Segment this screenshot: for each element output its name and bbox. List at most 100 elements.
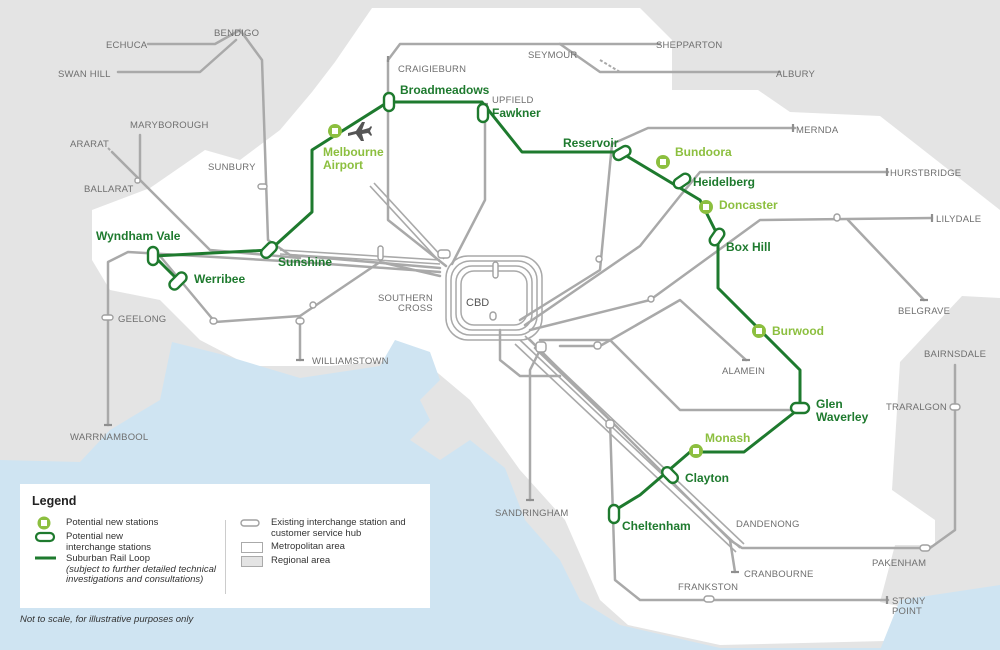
station-cheltenham[interactable] [607,503,621,525]
label-geelong: GEELONG [118,314,166,325]
label-waverley: Waverley [816,410,869,424]
label-craigieburn: CRAIGIEBURN [398,64,466,75]
station-monash[interactable] [689,444,703,458]
label-williamstown: WILLIAMSTOWN [312,356,389,367]
label-wyndham-vale: Wyndham Vale [96,229,181,243]
label-sandringham: SANDRINGHAM [495,508,568,519]
station-burwood[interactable] [752,324,766,338]
label-airport: Airport [323,158,363,172]
line-glen-waverley [538,338,792,412]
label-box-hill: Box Hill [726,240,771,254]
suburban-rail-loop [152,100,802,514]
label-doncaster: Doncaster [719,198,778,212]
label-bairnsdale: BAIRNSDALE [924,349,986,360]
metro-area-swatch [241,542,263,553]
station-werribee[interactable] [167,270,188,291]
label-ararat: ARARAT [70,139,109,150]
line-end-labels: SUNBURY CRAIGIEBURN UPFIELD MERNDA HURST… [208,64,981,617]
station-heidelberg[interactable] [672,172,692,191]
station-glen-waverley[interactable] [789,401,811,415]
label-heidelberg: Heidelberg [693,175,755,189]
label-traralgon: TRARALGON [886,402,947,413]
label-shepparton: SHEPPARTON [656,40,722,51]
station-broadmeadows[interactable] [382,91,396,113]
line-echuca [146,28,242,46]
line-belgrave [846,218,926,302]
label-warrnambool: WARRNAMBOOL [70,432,148,443]
station-reservoir[interactable] [612,144,633,162]
label-sunbury: SUNBURY [208,162,256,173]
label-swan-hill: SWAN HILL [58,69,111,80]
legend-metro: Metropolitan area [271,541,345,552]
legend-new-stations: Potential new stations [66,517,159,528]
new-station-labels: Melbourne Airport Bundoora Doncaster Bur… [323,145,824,445]
footnote: Not to scale, for illustrative purposes … [20,614,194,625]
existing-interchange-icon [240,519,260,527]
label-seymour: SEYMOUR [528,50,577,61]
airplane-icon [348,122,372,141]
legend-regional: Regional area [271,555,331,566]
label-sunshine: Sunshine [278,255,332,269]
multi-track-corridors [279,182,745,553]
label-point: POINT [892,606,922,617]
line-bendigo [238,28,442,270]
legend-divider [225,520,226,594]
legend-new-interchange: Potential new interchange stations [66,531,152,553]
label-dandenong: DANDENONG [736,519,800,530]
label-southern: SOUTHERN [378,293,433,304]
srl-station-labels: Wyndham Vale Werribee Sunshine Broadmead… [96,83,869,533]
cbd-label: CBD [466,297,489,309]
station-clayton[interactable] [660,465,680,485]
line-swan-hill [116,38,238,74]
label-echuca: ECHUCA [106,40,148,51]
label-cranbourne: CRANBOURNE [744,569,814,580]
label-werribee: Werribee [194,272,245,286]
legend-srl-note: (subject to further detailed technical i… [66,563,216,585]
legend-title: Legend [32,494,77,508]
label-upfield: UPFIELD [492,95,534,106]
legend-existing-interchange: Existing interchange station and custome… [271,517,406,539]
interchange-pill-icon [34,531,56,543]
label-ballarat: BALLARAT [84,184,133,195]
label-bendigo: BENDIGO [214,28,259,39]
label-monash: Monash [705,431,750,445]
line-hurstbridge [523,170,890,327]
label-albury: ALBURY [776,69,816,80]
regional-area-swatch [241,556,263,567]
station-wyndham-vale[interactable] [146,245,160,267]
label-reservoir: Reservoir [563,136,619,150]
line-city-link [498,328,562,378]
label-pakenham: PAKENHAM [872,558,926,569]
station-bundoora[interactable] [656,155,670,169]
station-sunshine[interactable] [259,240,279,260]
station-doncaster[interactable] [699,200,713,214]
line-lilydale [528,216,934,332]
line-alamein [558,298,748,362]
label-fawkner: Fawkner [492,106,541,120]
regional-labels: ECHUCA BENDIGO SWAN HILL MARYBOROUGH ARA… [58,28,986,443]
line-seymour [558,42,782,74]
label-alamein: ALAMEIN [722,366,765,377]
label-clayton: Clayton [685,471,729,485]
new-station-icon [37,516,51,530]
regional-dashed-lines [107,59,621,181]
label-hurstbridge: HURSTBRIDGE [890,168,961,179]
label-belgrave: BELGRAVE [898,306,950,317]
western-port [880,585,1000,650]
legend-srl: Suburban Rail Loop (subject to further d… [66,553,226,586]
station-fawkner[interactable] [476,102,490,124]
station-box-hill[interactable] [708,227,727,247]
label-bundoora: Bundoora [675,145,732,159]
label-burwood: Burwood [772,324,824,338]
line-merdna [518,126,797,322]
existing-interchange-stations [101,177,961,603]
label-lilydale: LILYDALE [936,214,981,225]
station-melbourne-airport[interactable] [328,124,342,138]
label-cheltenham: Cheltenham [622,519,691,533]
label-mernda: MERNDA [796,125,839,136]
line-upfield [450,102,487,266]
label-frankston: FRANKSTON [678,582,738,593]
legend-panel: Legend Potential new stations Potential … [20,484,430,608]
label-melbourne: Melbourne [323,145,384,159]
